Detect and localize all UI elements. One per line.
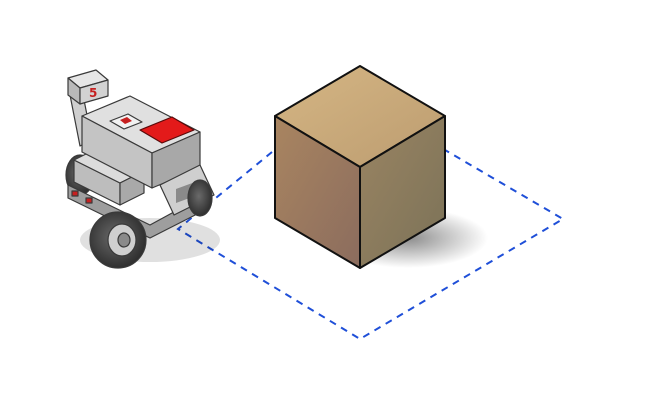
accent-pin-1: [71, 190, 79, 197]
accent-pin-2: [85, 197, 93, 204]
ev3-robot-icon: 5: [65, 69, 220, 269]
right-wheel: [187, 179, 213, 217]
ev3-brick: [81, 95, 201, 189]
front-wheel: [89, 211, 147, 269]
box-right-face: [359, 115, 446, 269]
brick-screen: [139, 116, 195, 144]
cardboard-box-icon: [274, 65, 446, 269]
sensor-head: 5: [67, 69, 109, 105]
sensor-number: 5: [89, 86, 97, 100]
brick-center-button: [120, 117, 132, 124]
